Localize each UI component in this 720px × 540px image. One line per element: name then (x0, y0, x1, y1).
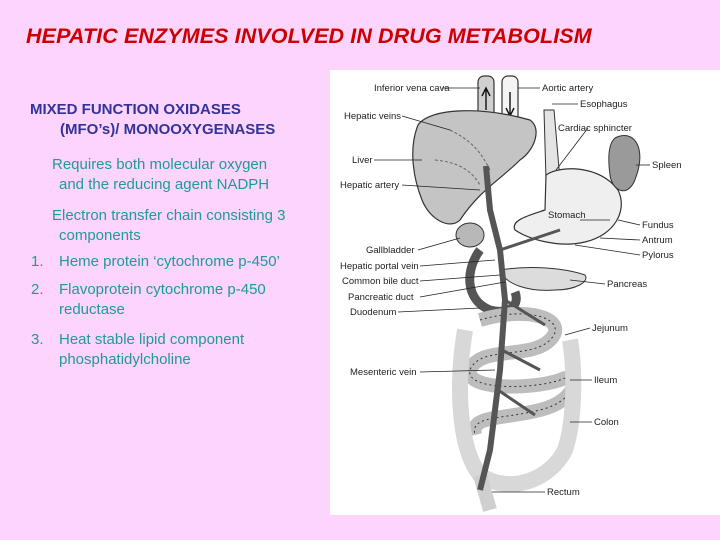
list-item: 1. Heme protein ‘cytochrome p-450’ (31, 252, 335, 272)
label-spleen: Spleen (652, 160, 682, 171)
list-item-text: phosphatidylcholine (59, 351, 191, 368)
label-aortic-artery: Aortic artery (542, 83, 593, 94)
esophagus-shape (543, 109, 561, 181)
duodenum-shape (465, 247, 521, 316)
spleen-shape (608, 135, 641, 192)
label-mesenteric-vein: Mesenteric vein (350, 367, 417, 378)
label-gallbladder: Gallbladder (366, 245, 415, 256)
pancreas-shape (499, 267, 587, 291)
section-heading: MIXED FUNCTION OXIDASES (MFO’s)/ MONOOXY… (30, 100, 335, 140)
paragraph-line: Electron transfer chain consisting 3 (52, 207, 286, 224)
label-stomach: Stomach (548, 210, 586, 221)
list-item-text: Heme protein ‘cytochrome p-450’ (59, 253, 280, 270)
paragraph-line: and the reducing agent NADPH (59, 176, 270, 193)
label-ileum: Ileum (594, 375, 617, 386)
label-common-bile-duct: Common bile duct (342, 276, 419, 287)
list-item-number: 2. (31, 281, 44, 298)
label-pylorus: Pylorus (642, 250, 674, 261)
label-fundus: Fundus (642, 220, 674, 231)
paragraph-line: components (59, 227, 141, 244)
digestive-system-figure: Inferior vena cava Hepatic veins Liver H… (330, 70, 720, 515)
label-esophagus: Esophagus (580, 99, 628, 110)
heading-line-2: (MFO’s)/ MONOOXYGENASES (60, 121, 276, 138)
list-item-text: Flavoprotein cytochrome p-450 (59, 281, 266, 298)
label-hepatic-portal-vein: Hepatic portal vein (340, 261, 419, 272)
label-cardiac-sphincter: Cardiac sphincter (558, 123, 632, 134)
text-column: MIXED FUNCTION OXIDASES (MFO’s)/ MONOOXY… (30, 100, 335, 370)
paragraph-requirements: Requires both molecular oxygen and the r… (30, 155, 335, 195)
list-item-text: Heat stable lipid component (59, 331, 245, 348)
label-liver: Liver (352, 155, 373, 166)
small-intestine-shape (462, 306, 581, 437)
list-item: 2. Flavoprotein cytochrome p-450 reducta… (31, 280, 335, 320)
list-item-number: 1. (31, 253, 44, 270)
heading-line-1: MIXED FUNCTION OXIDASES (30, 101, 241, 118)
paragraph-line: Requires both molecular oxygen (52, 156, 268, 173)
list-item-number: 3. (31, 331, 44, 348)
label-antrum: Antrum (642, 235, 673, 246)
label-inferior-vena-cava: Inferior vena cava (374, 83, 450, 94)
gallbladder-shape (455, 222, 485, 248)
label-hepatic-artery: Hepatic artery (340, 180, 399, 191)
page-title: HEPATIC ENZYMES INVOLVED IN DRUG METABOL… (26, 24, 592, 48)
label-rectum: Rectum (547, 487, 580, 498)
label-jejunum: Jejunum (592, 323, 628, 334)
paragraph-electron-chain: Electron transfer chain consisting 3 com… (30, 206, 335, 246)
list-item: 3. Heat stable lipid component phosphati… (31, 330, 335, 370)
label-pancreas: Pancreas (607, 279, 647, 290)
colon-shape (452, 328, 582, 492)
liver-shape (412, 110, 537, 225)
list-item-text: reductase (59, 301, 125, 318)
stomach-shape (513, 168, 622, 245)
portal-vein-shape (477, 165, 509, 491)
label-hepatic-veins: Hepatic veins (344, 111, 401, 122)
anatomy-diagram: Inferior vena cava Hepatic veins Liver H… (340, 75, 682, 512)
label-pancreatic-duct: Pancreatic duct (348, 292, 414, 303)
label-duodenum: Duodenum (350, 307, 397, 318)
label-colon: Colon (594, 417, 619, 428)
